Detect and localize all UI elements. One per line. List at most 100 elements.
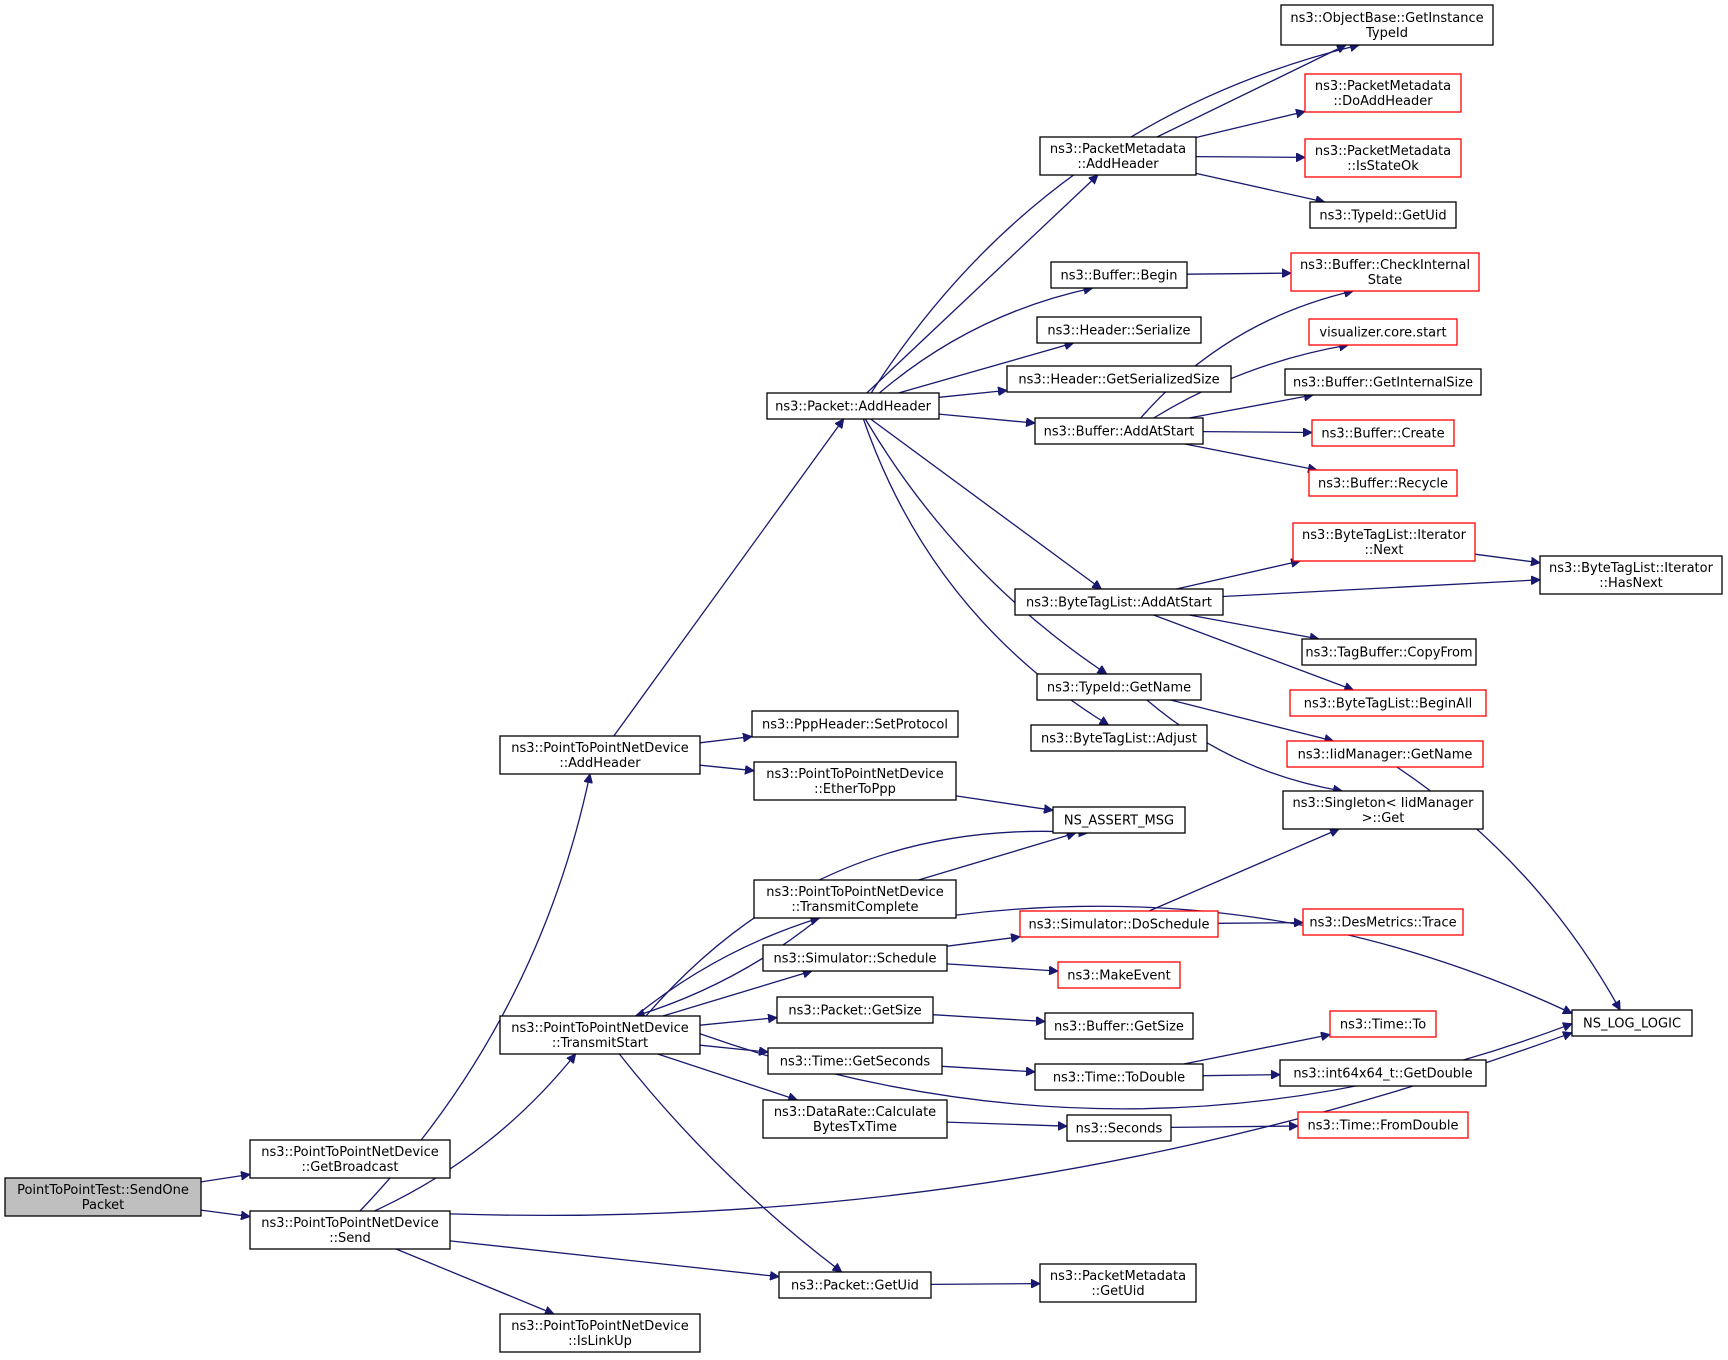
node-label: ns3::Packet::GetUid xyxy=(791,1279,919,1294)
edge-bufferAddAtStart-to-bufGetInternalSize xyxy=(1188,395,1313,419)
node-singletonGet[interactable]: ns3::Singleton< IidManager>::Get xyxy=(1282,790,1484,830)
node-bufferGetSize[interactable]: ns3::Buffer::GetSize xyxy=(1044,1012,1194,1040)
node-doSchedule[interactable]: ns3::Simulator::DoSchedule xyxy=(1019,910,1219,938)
node-box xyxy=(249,1210,451,1250)
edge-transmitComplete-to-transmitStart xyxy=(636,917,820,1016)
node-label: ns3::Buffer::GetInternalSize xyxy=(1293,376,1473,391)
node-label: PointToPointTest::SendOne xyxy=(17,1183,189,1198)
node-label: ns3::Simulator::Schedule xyxy=(773,952,936,967)
node-label: ns3::PointToPointNetDevice xyxy=(766,767,944,782)
edge-schedule-to-doSchedule xyxy=(946,937,1020,947)
node-toDouble[interactable]: ns3::Time::ToDouble xyxy=(1034,1063,1204,1091)
node-btlBeginAll[interactable]: ns3::ByteTagList::BeginAll xyxy=(1289,689,1487,717)
node-bufGetInternalSize[interactable]: ns3::Buffer::GetInternalSize xyxy=(1284,368,1482,396)
node-nsLogLogic[interactable]: NS_LOG_LOGIC xyxy=(1571,1009,1693,1037)
edge-root-to-getBroadcast xyxy=(200,1174,250,1183)
node-nsAssertMsg[interactable]: NS_ASSERT_MSG xyxy=(1052,806,1186,834)
node-headerGetSerSize[interactable]: ns3::Header::GetSerializedSize xyxy=(1006,365,1232,393)
node-box xyxy=(778,1271,932,1299)
node-label: ns3::Seconds xyxy=(1076,1122,1163,1137)
node-bufRecycle[interactable]: ns3::Buffer::Recycle xyxy=(1308,469,1458,497)
node-packetAddHeader[interactable]: ns3::Packet::AddHeader xyxy=(766,392,940,420)
node-label: BytesTxTime xyxy=(813,1120,897,1135)
node-label: ns3::Header::Serialize xyxy=(1047,324,1190,339)
node-desMetricsTrace[interactable]: ns3::DesMetrics::Trace xyxy=(1302,908,1464,936)
node-box xyxy=(1057,961,1181,989)
node-btlIterHasNext[interactable]: ns3::ByteTagList::Iterator::HasNext xyxy=(1539,555,1723,595)
node-label: ns3::ByteTagList::Adjust xyxy=(1041,732,1197,747)
node-label: ::AddHeader xyxy=(559,756,641,771)
node-timeFromDouble[interactable]: ns3::Time::FromDouble xyxy=(1297,1111,1469,1139)
node-box xyxy=(753,879,957,919)
node-box xyxy=(1289,689,1487,717)
node-seconds[interactable]: ns3::Seconds xyxy=(1066,1114,1172,1142)
node-label: ns3::PointToPointNetDevice xyxy=(261,1216,439,1231)
node-label: ::Send xyxy=(329,1231,371,1246)
node-label: ns3::ByteTagList::Iterator xyxy=(1549,561,1714,576)
node-bufferAddAtStart[interactable]: ns3::Buffer::AddAtStart xyxy=(1034,417,1204,445)
node-box xyxy=(1292,522,1476,562)
node-box xyxy=(1019,910,1219,938)
node-headerSerialize[interactable]: ns3::Header::Serialize xyxy=(1036,316,1202,344)
node-box xyxy=(1036,316,1202,344)
node-pmGetUid[interactable]: ns3::PacketMetadata::GetUid xyxy=(1039,1263,1197,1303)
node-makeEvent[interactable]: ns3::MakeEvent xyxy=(1057,961,1181,989)
node-label: ns3::PointToPointNetDevice xyxy=(261,1145,439,1160)
node-btlAdjust[interactable]: ns3::ByteTagList::Adjust xyxy=(1030,724,1208,752)
node-tagBufCopyFrom[interactable]: ns3::TagBuffer::CopyFrom xyxy=(1301,638,1477,666)
node-pmAddHeader[interactable]: ns3::PacketMetadata::AddHeader xyxy=(1039,136,1197,176)
edge-typeIdGetName-to-singletonGet xyxy=(1146,699,1342,791)
node-isLinkUp[interactable]: ns3::PointToPointNetDevice::IsLinkUp xyxy=(499,1313,701,1353)
node-box xyxy=(1280,4,1494,46)
node-packetGetUid[interactable]: ns3::Packet::GetUid xyxy=(778,1271,932,1299)
node-typeIdGetName[interactable]: ns3::TypeId::GetName xyxy=(1036,673,1202,701)
node-box xyxy=(249,1139,451,1179)
node-btlIterNext[interactable]: ns3::ByteTagList::Iterator::Next xyxy=(1292,522,1476,562)
node-transmitStart[interactable]: ns3::PointToPointNetDevice::TransmitStar… xyxy=(499,1015,701,1055)
node-box xyxy=(1329,1010,1437,1038)
edge-bufferBegin-to-checkInternalState xyxy=(1186,273,1291,274)
node-transmitComplete[interactable]: ns3::PointToPointNetDevice::TransmitComp… xyxy=(753,879,957,919)
node-iidGetName[interactable]: ns3::IidManager::GetName xyxy=(1286,740,1484,768)
node-send[interactable]: ns3::PointToPointNetDevice::Send xyxy=(249,1210,451,1250)
node-p2pAddHeader[interactable]: ns3::PointToPointNetDevice::AddHeader xyxy=(499,735,701,775)
node-bufferBegin[interactable]: ns3::Buffer::Begin xyxy=(1050,261,1188,289)
node-int64GetDouble[interactable]: ns3::int64x64_t::GetDouble xyxy=(1279,1059,1487,1087)
edge-transmitStart-to-packetGetSize xyxy=(699,1018,777,1026)
node-label: ns3::ObjectBase::GetInstance xyxy=(1290,11,1483,26)
node-schedule[interactable]: ns3::Simulator::Schedule xyxy=(762,944,948,972)
node-getSeconds[interactable]: ns3::Time::GetSeconds xyxy=(767,1047,943,1075)
edge-bufferAddAtStart-to-bufCreate xyxy=(1202,432,1312,433)
node-label: ns3::Singleton< IidManager xyxy=(1292,796,1474,811)
node-timeTo[interactable]: ns3::Time::To xyxy=(1329,1010,1437,1038)
node-visStart[interactable]: visualizer.core.start xyxy=(1308,318,1458,346)
edge-btlAddAtStart-to-btlIterNext xyxy=(1176,561,1300,590)
edge-root-to-send xyxy=(200,1209,250,1217)
node-bufCreate[interactable]: ns3::Buffer::Create xyxy=(1311,419,1455,447)
node-label: ns3::PacketMetadata xyxy=(1315,79,1451,94)
node-box xyxy=(1034,417,1204,445)
node-box xyxy=(1039,1263,1197,1303)
node-typeIdGetUid[interactable]: ns3::TypeId::GetUid xyxy=(1309,201,1457,229)
node-label: ns3::Time::To xyxy=(1340,1018,1426,1033)
edge-packetGetUid-to-pmGetUid xyxy=(930,1284,1040,1285)
node-btlAddAtStart[interactable]: ns3::ByteTagList::AddAtStart xyxy=(1014,588,1224,616)
node-label: ::GetUid xyxy=(1091,1284,1144,1299)
edge-pmAddHeader-to-pmDoAddHeader xyxy=(1195,112,1305,139)
node-etherToPpp[interactable]: ns3::PointToPointNetDevice::EtherToPpp xyxy=(753,761,957,801)
node-box xyxy=(1308,318,1458,346)
node-pmDoAddHeader[interactable]: ns3::PacketMetadata::DoAddHeader xyxy=(1304,73,1462,113)
node-label: ns3::Time::ToDouble xyxy=(1053,1071,1185,1086)
node-packetGetSize[interactable]: ns3::Packet::GetSize xyxy=(776,996,934,1024)
node-pmIsStateOk[interactable]: ns3::PacketMetadata::IsStateOk xyxy=(1304,138,1462,178)
node-label: ns3::Buffer::Begin xyxy=(1060,269,1177,284)
node-box xyxy=(1052,806,1186,834)
node-setProtocol[interactable]: ns3::PppHeader::SetProtocol xyxy=(751,710,959,738)
edge-btlIterNext-to-btlIterHasNext xyxy=(1474,553,1540,563)
node-label: ns3::IidManager::GetName xyxy=(1298,748,1473,763)
node-getBroadcast[interactable]: ns3::PointToPointNetDevice::GetBroadcast xyxy=(249,1139,451,1179)
